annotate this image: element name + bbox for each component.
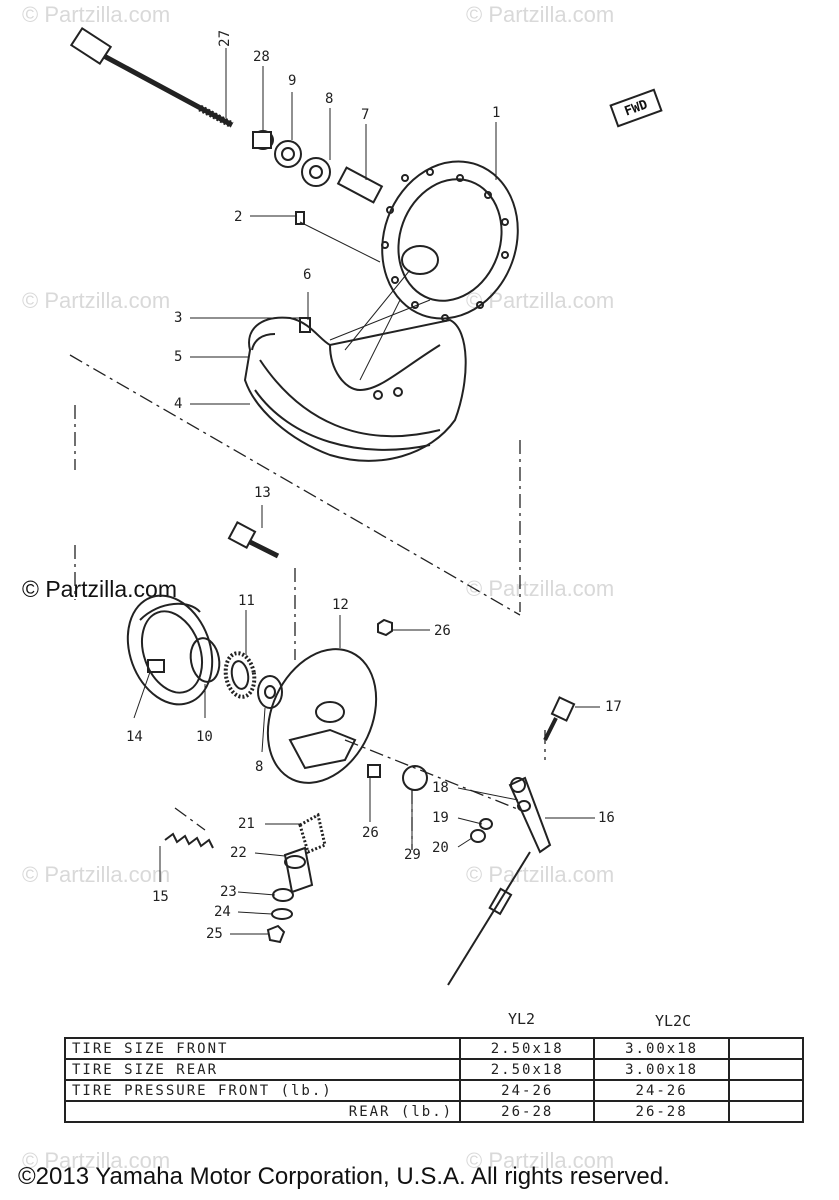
speedometer-housing bbox=[283, 846, 314, 894]
washer bbox=[517, 800, 531, 812]
watermark: © Partzilla.com bbox=[22, 2, 171, 27]
callout-26: 26 bbox=[434, 623, 451, 639]
callout-6: 6 bbox=[303, 267, 312, 283]
cam-lever-bolt bbox=[543, 696, 576, 741]
yl2c-value: 26-28 bbox=[593, 1100, 730, 1123]
table-row: TIRE SIZE FRONT 2.50x18 3.00x18 bbox=[63, 1037, 805, 1060]
bearing bbox=[301, 157, 331, 187]
watermark: © Partzilla.com bbox=[466, 2, 615, 27]
callout-20: 20 bbox=[432, 840, 449, 856]
watermark: © Partzilla.com bbox=[22, 288, 171, 313]
yl2c-value: 24-26 bbox=[593, 1079, 730, 1102]
tire-and-rim bbox=[243, 316, 467, 462]
yl2-value: 2.50x18 bbox=[459, 1058, 596, 1081]
callout-7: 7 bbox=[361, 107, 370, 123]
callout-21: 21 bbox=[238, 816, 255, 832]
spacer-ring bbox=[189, 637, 221, 683]
column-header-yl2: YL2 bbox=[508, 1010, 536, 1028]
callout-16: 16 bbox=[598, 810, 615, 826]
washer-2 bbox=[271, 908, 293, 920]
row-label: TIRE SIZE FRONT bbox=[63, 1037, 462, 1060]
callout-25: 25 bbox=[206, 926, 223, 942]
callout-17: 17 bbox=[605, 699, 622, 715]
speedometer-gear bbox=[223, 651, 257, 699]
yl2-value: 2.50x18 bbox=[459, 1037, 596, 1060]
column-header-yl2c: YL2C bbox=[655, 1012, 692, 1030]
tire-spec-table: TIRE SIZE FRONT 2.50x18 3.00x18 TIRE SIZ… bbox=[63, 1037, 805, 1123]
yl2-value: 26-28 bbox=[459, 1100, 596, 1123]
callout-5: 5 bbox=[174, 349, 183, 365]
watermark: © Partzilla.com bbox=[466, 288, 615, 313]
copyright-notice: ©2013 Yamaha Motor Corporation, U.S.A. A… bbox=[18, 1163, 670, 1190]
callout-13: 13 bbox=[254, 485, 271, 501]
row-label: TIRE SIZE REAR bbox=[63, 1058, 462, 1081]
watermark: © Partzilla.com bbox=[22, 1148, 171, 1173]
callout-14: 14 bbox=[126, 729, 143, 745]
callout-3: 3 bbox=[174, 310, 183, 326]
nut-2 bbox=[367, 764, 381, 778]
table-row: TIRE PRESSURE FRONT (lb.) 24-26 24-26 bbox=[63, 1079, 805, 1102]
row-label: TIRE PRESSURE FRONT (lb.) bbox=[63, 1079, 462, 1102]
screw bbox=[266, 924, 286, 944]
callout-11: 11 bbox=[238, 593, 255, 609]
brake-spring bbox=[164, 832, 214, 849]
callout-8: 8 bbox=[325, 91, 334, 107]
yl2c-value: 3.00x18 bbox=[593, 1037, 730, 1060]
empty-cell bbox=[727, 1079, 805, 1102]
callout-2: 2 bbox=[234, 209, 243, 225]
callout-22: 22 bbox=[230, 845, 247, 861]
callout-12: 12 bbox=[332, 597, 349, 613]
brake-cam-bolt bbox=[227, 521, 280, 559]
brake-shoe-assembly bbox=[126, 594, 214, 706]
lever-nut bbox=[470, 829, 486, 843]
callout-18: 18 bbox=[432, 780, 449, 796]
empty-cell bbox=[727, 1100, 805, 1123]
axle-spacer bbox=[252, 130, 274, 150]
table-row: TIRE SIZE REAR 2.50x18 3.00x18 bbox=[63, 1058, 805, 1081]
o-ring bbox=[272, 888, 294, 902]
brake-shoe-plate bbox=[266, 648, 378, 784]
speedometer-pinion bbox=[298, 812, 327, 855]
bearing-2 bbox=[257, 675, 283, 709]
axle bbox=[69, 26, 234, 129]
watermark: © Partzilla.com bbox=[466, 1148, 615, 1173]
yl2c-value: 3.00x18 bbox=[593, 1058, 730, 1081]
spoke-nipple bbox=[295, 211, 305, 225]
callout-10: 10 bbox=[196, 729, 213, 745]
oil-seal bbox=[274, 140, 302, 168]
collar bbox=[402, 765, 428, 791]
wheel-hub bbox=[381, 160, 519, 322]
callout-1: 1 bbox=[492, 105, 501, 121]
callout-28: 28 bbox=[253, 49, 270, 65]
callout-9: 9 bbox=[288, 73, 297, 89]
callout-8: 8 bbox=[255, 759, 264, 775]
watermark: © Partzilla.com bbox=[466, 862, 615, 887]
empty-cell bbox=[727, 1058, 805, 1081]
callout-23: 23 bbox=[220, 884, 237, 900]
callout-27: 27 bbox=[217, 30, 233, 47]
watermark: © Partzilla.com bbox=[22, 862, 171, 887]
yl2-value: 24-26 bbox=[459, 1079, 596, 1102]
brake-rod bbox=[447, 851, 531, 986]
callout-26: 26 bbox=[362, 825, 379, 841]
callout-15: 15 bbox=[152, 889, 169, 905]
callout-19: 19 bbox=[432, 810, 449, 826]
callout-29: 29 bbox=[404, 847, 421, 863]
callout-4: 4 bbox=[174, 396, 183, 412]
watermark: © Partzilla.com bbox=[466, 576, 615, 601]
callout-24: 24 bbox=[214, 904, 231, 920]
empty-cell bbox=[727, 1037, 805, 1060]
table-row: REAR (lb.) 26-28 26-28 bbox=[63, 1100, 805, 1123]
row-label: REAR (lb.) bbox=[63, 1100, 462, 1123]
hub-collar bbox=[336, 166, 384, 204]
nut bbox=[377, 618, 393, 637]
brake-cam-lever bbox=[508, 776, 552, 854]
